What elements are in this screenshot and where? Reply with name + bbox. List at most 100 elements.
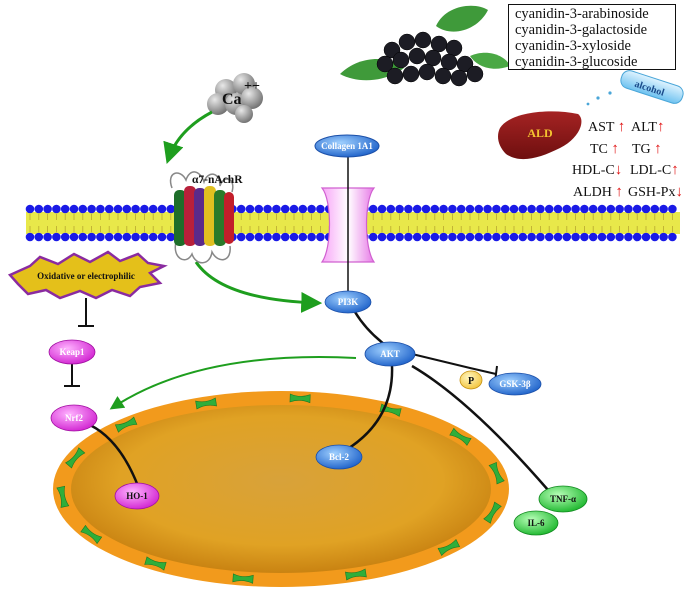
lipid-head xyxy=(421,204,431,214)
nrf2-node: Nrf2 xyxy=(50,404,98,432)
lipid-head xyxy=(615,232,624,242)
lipid-head xyxy=(492,232,501,242)
bcl2-node: Bcl-2 xyxy=(315,444,363,470)
lipid-head xyxy=(140,204,149,214)
lipid-head xyxy=(60,204,70,214)
lipid-head xyxy=(34,204,44,214)
lipid-head xyxy=(606,232,616,242)
lipid-head xyxy=(307,204,316,214)
nuclear-pore xyxy=(483,501,502,524)
lipid-head xyxy=(298,204,308,214)
lipid-head xyxy=(483,232,492,242)
line-nrf2-ho1 xyxy=(89,423,140,487)
lipid-head xyxy=(404,204,413,214)
lipid-head xyxy=(412,204,422,214)
lipid-head xyxy=(245,204,255,214)
lipid-head xyxy=(421,232,431,242)
lipid-head xyxy=(571,204,580,214)
compound-item: cyanidin-3-galactoside xyxy=(515,22,648,38)
nucleus xyxy=(53,391,509,587)
lipid-head xyxy=(43,232,52,242)
lipid-head xyxy=(544,232,554,242)
lipid-head xyxy=(254,232,264,242)
calcium-label: Ca xyxy=(222,91,242,108)
lipid-head xyxy=(500,232,510,242)
lipid-head xyxy=(131,232,140,242)
lipid-head xyxy=(536,204,545,214)
lipid-head xyxy=(588,232,598,242)
lipid-head xyxy=(148,232,158,242)
lipid-head xyxy=(254,204,264,214)
lipid-head xyxy=(624,204,633,214)
lipid-head xyxy=(60,232,70,242)
lipid-head xyxy=(43,204,52,214)
compound-item: cyanidin-3-xyloside xyxy=(515,38,631,54)
lipid-head xyxy=(571,232,580,242)
keap1-label: Keap1 xyxy=(59,347,85,357)
lipid-head xyxy=(386,204,396,214)
lipid-head xyxy=(562,204,572,214)
lipid-head xyxy=(439,204,448,214)
lipid-head xyxy=(456,232,466,242)
nuclear-pore xyxy=(449,427,472,446)
lipid-head xyxy=(492,204,501,214)
lipid-head xyxy=(25,232,35,242)
lipid-head xyxy=(448,204,457,214)
lipid-head xyxy=(52,204,61,214)
marker-ldl: LDL-C↑ xyxy=(630,162,679,178)
marker-tc: TC ↑ xyxy=(590,141,619,157)
collagen-label: Collagen 1A1 xyxy=(321,141,373,151)
lipid-head xyxy=(166,232,176,242)
pi3k-node: PI3K xyxy=(324,290,372,314)
akt-node: AKT xyxy=(364,341,416,367)
lipid-head xyxy=(113,204,123,214)
lipid-head xyxy=(474,204,484,214)
arrow-receptor-to-pi3k xyxy=(194,261,323,313)
lipid-head xyxy=(245,232,255,242)
lipid-head xyxy=(606,204,616,214)
lipid-head xyxy=(122,204,132,214)
lipid-head xyxy=(668,204,677,214)
lipid-head xyxy=(527,232,536,242)
tnf-label: TNF-α xyxy=(550,494,576,504)
lipid-head xyxy=(395,204,404,214)
lipid-head xyxy=(78,232,88,242)
lipid-head xyxy=(580,232,589,242)
lipid-head xyxy=(368,204,378,214)
lipid-head xyxy=(298,232,308,242)
lipid-head xyxy=(272,232,281,242)
lipid-head xyxy=(659,232,668,242)
lipid-head xyxy=(316,204,325,214)
lipid-head xyxy=(518,232,528,242)
pi3k-label: PI3K xyxy=(338,297,359,307)
lipid-head xyxy=(272,204,281,214)
lipid-head xyxy=(104,204,114,214)
lipid-head xyxy=(395,232,404,242)
lipid-head xyxy=(280,232,290,242)
lipid-head xyxy=(448,232,457,242)
lipid-head xyxy=(632,204,642,214)
lipid-head xyxy=(87,204,96,214)
lipid-head xyxy=(536,232,545,242)
lipid-head xyxy=(157,232,167,242)
alcohol-tube-icon: alcohol xyxy=(586,70,684,106)
arrow-ca-to-receptor xyxy=(163,110,213,164)
ho1-label: HO-1 xyxy=(126,491,148,501)
alpha7-nachr-receptor-icon: α7-nAchR xyxy=(169,171,243,264)
lipid-head xyxy=(412,232,422,242)
oxidative-stress-burst: Oxidative or electrophilic xyxy=(7,250,168,300)
liver-label: ALD xyxy=(527,126,553,140)
lipid-head xyxy=(544,204,554,214)
calcium-ion-icon: Ca ++ xyxy=(207,73,263,123)
lipid-head xyxy=(289,204,299,214)
lipid-head xyxy=(624,232,633,242)
lipid-head xyxy=(553,232,563,242)
liver-icon: ALD xyxy=(498,111,582,160)
lipid-head xyxy=(69,204,79,214)
receptor-label: α7-nAchR xyxy=(192,174,243,186)
lipid-head xyxy=(377,232,387,242)
lipid-head xyxy=(131,204,140,214)
marker-gshpx: GSH-Px↓ xyxy=(628,184,683,200)
compound-list-box: cyanidin-3-arabinoside cyanidin-3-galact… xyxy=(508,4,676,70)
